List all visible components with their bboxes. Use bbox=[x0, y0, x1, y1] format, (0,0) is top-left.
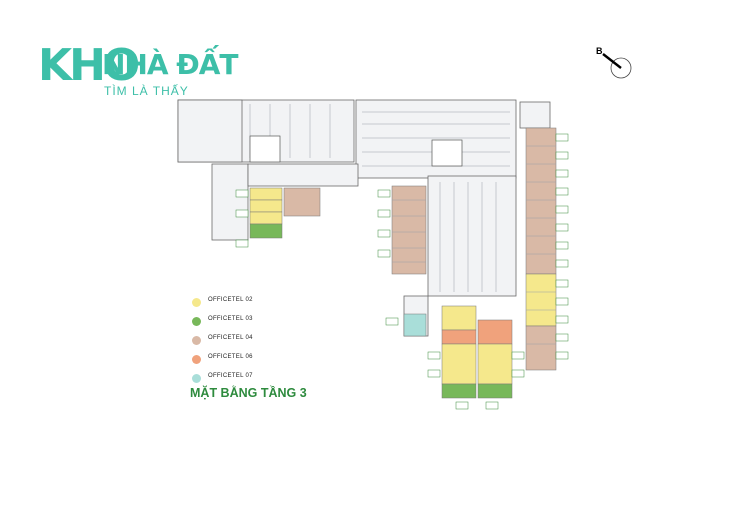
unit-tags bbox=[235, 133, 569, 410]
parking-central bbox=[427, 175, 517, 297]
compass-label: B bbox=[596, 46, 603, 56]
stair-core-central bbox=[431, 139, 463, 167]
corridor-west bbox=[247, 163, 359, 187]
north-compass: B bbox=[596, 46, 636, 82]
legend-label: OFFICETEL 06 bbox=[208, 354, 253, 360]
logo-mark: KHO bbox=[38, 40, 140, 91]
legend-swatch bbox=[192, 374, 201, 383]
left-wing bbox=[211, 163, 249, 241]
stair-core-west bbox=[249, 135, 281, 163]
brand-logo: KHO NHÀ ĐẤT TÌM LÀ THẤY bbox=[38, 40, 239, 104]
logo-tagline: TÌM LÀ THẤY bbox=[104, 84, 189, 98]
legend-label: OFFICETEL 04 bbox=[208, 335, 253, 341]
units-east bbox=[525, 127, 557, 371]
legend-label: OFFICETEL 03 bbox=[208, 316, 253, 322]
legend-swatch bbox=[192, 355, 201, 364]
legend-label: OFFICETEL 02 bbox=[208, 297, 253, 303]
logo-name: NHÀ ĐẤT bbox=[102, 48, 239, 81]
legend-swatch bbox=[192, 298, 201, 307]
units-south bbox=[403, 295, 513, 399]
hall-north-west bbox=[177, 99, 243, 163]
parking-bays-central bbox=[439, 182, 497, 292]
core-east-top bbox=[519, 101, 551, 129]
plan-title: MẶT BẰNG TẦNG 3 bbox=[190, 386, 307, 400]
units-central bbox=[391, 185, 427, 275]
legend-label: OFFICETEL 07 bbox=[208, 373, 253, 379]
legend-swatch bbox=[192, 317, 201, 326]
compass-icon bbox=[602, 53, 632, 79]
legend-swatch bbox=[192, 336, 201, 345]
units-west bbox=[249, 187, 321, 239]
